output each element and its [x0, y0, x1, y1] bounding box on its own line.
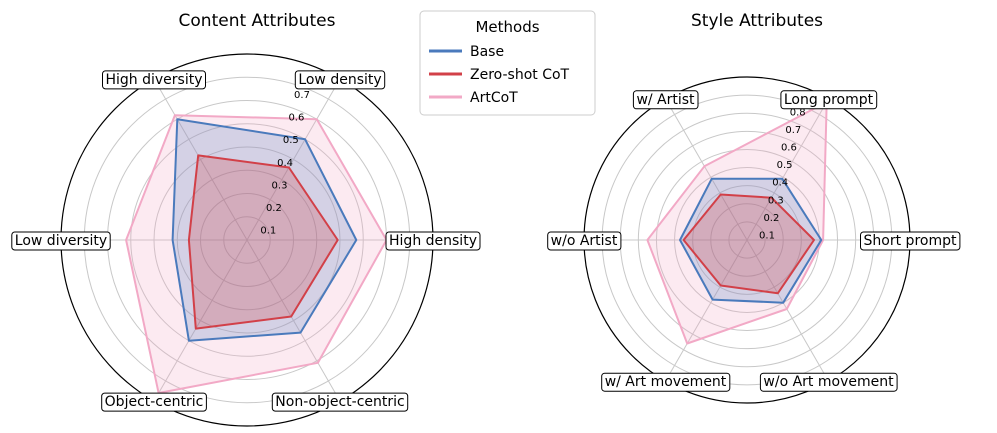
grid-spoke — [746, 98, 829, 241]
radial-tick-label: 0.6 — [781, 143, 797, 154]
grid-spoke — [246, 239, 341, 402]
axis-label-frame — [271, 392, 409, 412]
grid-spoke — [246, 78, 341, 241]
axis-label: Non-object-centric — [275, 394, 404, 410]
axis-label-frame — [601, 372, 731, 392]
radial-tick-label: 0.3 — [768, 195, 784, 206]
axis-label-frame — [860, 231, 961, 251]
radial-tick-label: 0.4 — [277, 158, 293, 169]
radial-tick-label: 0.4 — [772, 178, 788, 189]
axis-label-box: Low diversity — [11, 231, 111, 251]
legend-frame — [419, 10, 596, 116]
axis-label: High density — [389, 233, 477, 249]
chart-title: Content Attributes — [179, 11, 336, 31]
series-artcot — [125, 114, 388, 394]
grid-spoke — [665, 239, 748, 382]
axis-label: Long prompt — [784, 92, 874, 108]
axis-label-frame — [759, 372, 898, 392]
axis-label-frame — [11, 231, 111, 251]
legend-label: Zero-shot CoT — [470, 67, 570, 83]
axis-label: w/ Art movement — [605, 374, 727, 390]
radial-tick-label: 0.5 — [777, 160, 793, 171]
grid-spoke — [153, 239, 248, 402]
axis-label-box: Short prompt — [860, 231, 961, 251]
axis-label-box: High diversity — [102, 70, 206, 90]
series-base — [679, 177, 823, 304]
axis-label: w/o Artist — [551, 233, 618, 249]
chart-title: Style Attributes — [691, 11, 823, 31]
axis-label: Object-centric — [105, 394, 204, 410]
axis-label: High diversity — [105, 72, 202, 88]
grid-spoke — [153, 78, 248, 241]
axis-label: Low diversity — [15, 233, 107, 249]
radial-tick-label: 0.2 — [763, 213, 779, 224]
series-zero-shot-cot — [187, 154, 339, 330]
axis-label-frame — [294, 70, 386, 90]
axis-label-box: w/o Artist — [547, 231, 622, 251]
axis-label-frame — [780, 90, 878, 110]
axis-label: Low density — [298, 72, 381, 88]
axis-label-box: High density — [385, 231, 481, 251]
radial-tick-label: 0.5 — [283, 135, 299, 146]
axis-label: w/o Art movement — [763, 374, 894, 390]
grid-spoke — [665, 98, 748, 241]
axis-label-box: w/o Art movement — [759, 372, 898, 392]
series-zero-shot-cot — [682, 193, 815, 295]
axis-label-box: Non-object-centric — [271, 392, 409, 412]
radar-chart-2: Style Attributes 0.1 0.2 0.3 0.4 0.5 0.6 0.7 0.8… — [547, 11, 961, 404]
axis-label-frame — [385, 231, 481, 251]
grid-spoke — [746, 239, 829, 382]
legend-label: Base — [470, 44, 504, 60]
axis-label-frame — [547, 231, 622, 251]
radial-tick-label: 0.8 — [790, 107, 806, 118]
radial-tick-label: 0.3 — [272, 180, 288, 191]
axis-label-frame — [102, 70, 206, 90]
axis-label-box: w/ Artist — [632, 90, 699, 110]
legend-label: ArtCoT — [470, 90, 518, 106]
axis-label: Short prompt — [864, 233, 957, 249]
legend-title: Methods — [475, 18, 539, 36]
axis-label-box: Object-centric — [101, 392, 207, 412]
axis-label: w/ Artist — [636, 92, 695, 108]
axis-label-frame — [101, 392, 207, 412]
radial-tick-label: 0.1 — [260, 225, 276, 236]
radial-tick-label: 0.7 — [294, 90, 310, 101]
axis-label-frame — [632, 90, 699, 110]
radial-tick-label: 0.6 — [288, 113, 304, 124]
radial-tick-label: 0.7 — [785, 125, 801, 136]
radial-tick-label: 0.1 — [759, 230, 775, 241]
radar-chart-1: Content Attributes0.10.20.30.40.50.60.7H… — [11, 11, 481, 427]
radial-tick-label: 0.2 — [266, 203, 282, 214]
axis-label-box: Long prompt — [780, 90, 878, 110]
axis-label-box: Low density — [294, 70, 386, 90]
axis-label-box: w/ Art movement — [601, 372, 731, 392]
